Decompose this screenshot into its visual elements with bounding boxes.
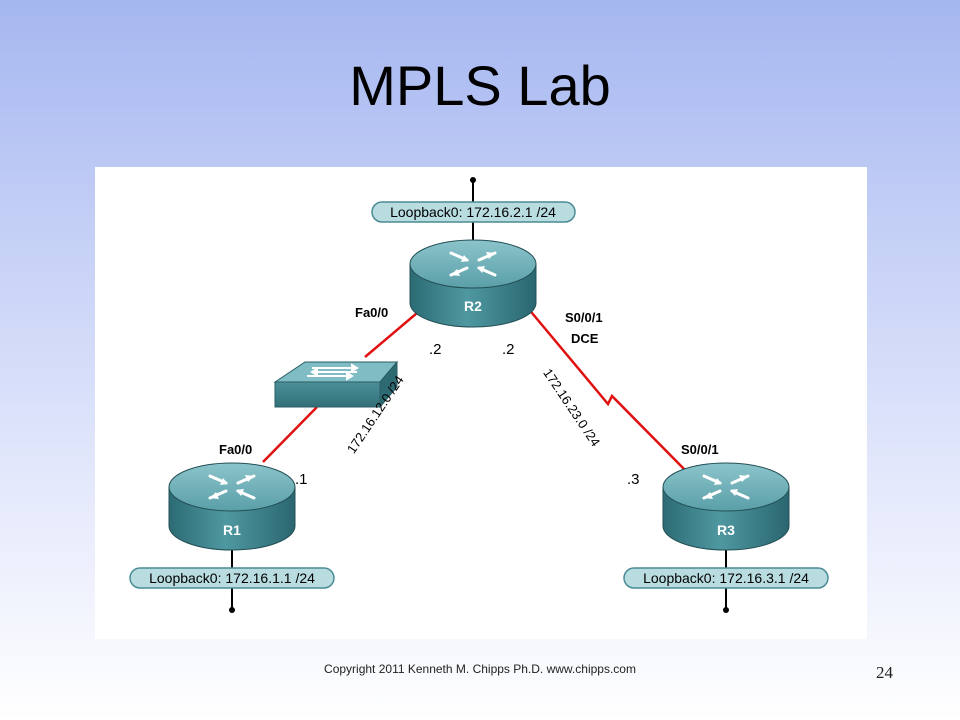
host-id-r3: .3 xyxy=(627,471,640,488)
interface-label-r1-fa: Fa0/0 xyxy=(219,442,252,457)
interface-label-r2-fa: Fa0/0 xyxy=(355,305,388,320)
host-id-r2-right: .2 xyxy=(502,341,515,358)
loopback-label-bg-r1 xyxy=(129,567,335,589)
loopback-label-bg-r2 xyxy=(371,201,576,223)
slide-title: MPLS Lab xyxy=(349,54,611,117)
network-diagram: R2 R1 R3 Loopback0: 172.16.2.1 /24 Loopb… xyxy=(95,167,867,639)
loopback-label-r1: Loopback0: 172.16.1.1 /24 xyxy=(149,570,315,586)
interface-label-r3-serial: S0/0/1 xyxy=(681,442,719,457)
page-number: 24 xyxy=(876,663,893,682)
link-r2-r3-serial xyxy=(526,306,688,473)
footer-copyright: Copyright 2011 Kenneth M. Chipps Ph.D. w… xyxy=(324,662,636,676)
router-r3 xyxy=(662,462,790,551)
link-switch-r1 xyxy=(262,406,318,463)
router-r1 xyxy=(168,462,296,551)
loopback-label-r3: Loopback0: 172.16.3.1 /24 xyxy=(643,570,809,586)
router-r3-label: R3 xyxy=(717,522,735,538)
loopback-label-bg-r3 xyxy=(623,567,829,589)
router-r2 xyxy=(409,239,537,328)
interface-label-r2-dce: DCE xyxy=(571,331,599,346)
router-r2-label: R2 xyxy=(464,298,482,314)
router-r1-label: R1 xyxy=(223,522,241,538)
loopback-label-r2: Loopback0: 172.16.2.1 /24 xyxy=(390,204,556,220)
host-id-r1: .1 xyxy=(295,471,308,488)
network-label-right: 172.16.23.0 /24 xyxy=(540,366,603,449)
interface-label-r2-serial: S0/0/1 xyxy=(565,310,603,325)
switch xyxy=(273,360,399,409)
host-id-r2-left: .2 xyxy=(429,341,442,358)
